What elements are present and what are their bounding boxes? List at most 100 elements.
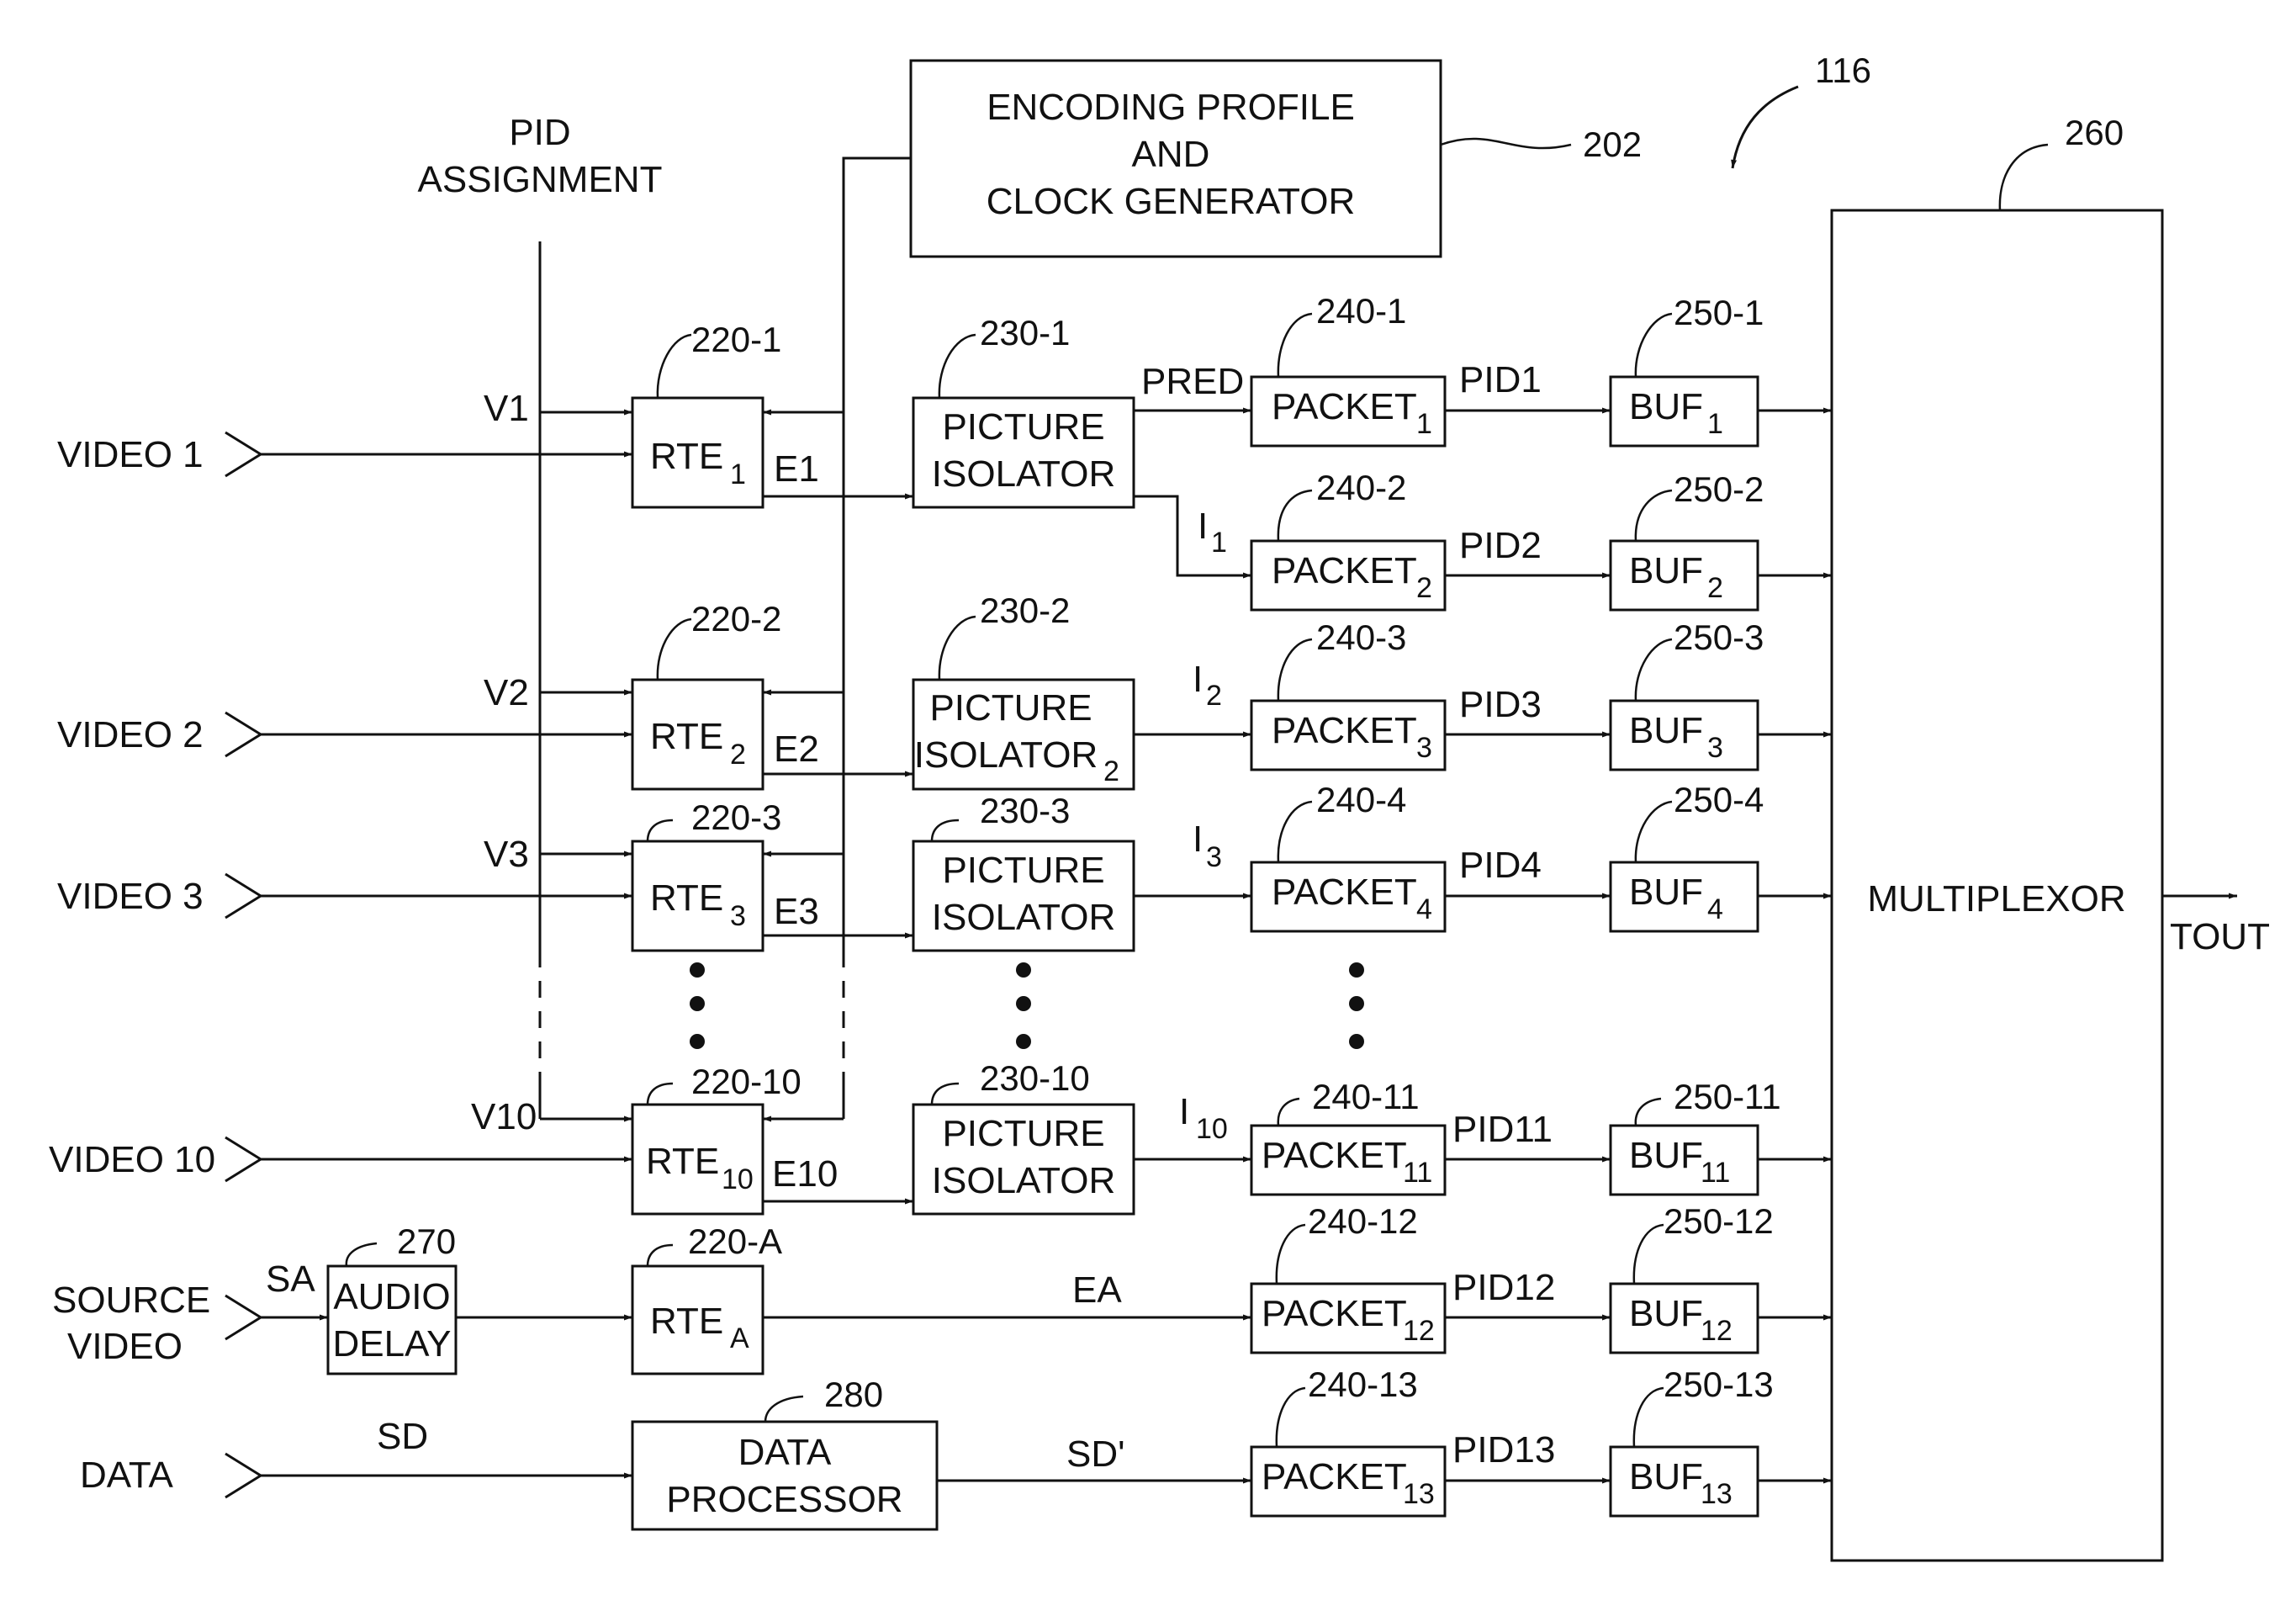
buf12-label: BUF xyxy=(1629,1293,1703,1334)
i10-label: I xyxy=(1179,1091,1189,1132)
isolator3-ref: 230-3 xyxy=(980,791,1070,830)
pid12-label: PID12 xyxy=(1452,1267,1555,1308)
packet4-label: PACKET xyxy=(1272,872,1417,913)
rte1-label: RTE xyxy=(650,436,723,477)
packet11-sub: 11 xyxy=(1403,1157,1432,1189)
picture-isolator2-sub: 2 xyxy=(1103,755,1119,787)
audio-delay-leader xyxy=(347,1243,377,1266)
video3-input-chevron xyxy=(225,874,261,918)
data-processor-text-2: PROCESSOR xyxy=(666,1479,902,1520)
packet13-label: PACKET xyxy=(1262,1456,1407,1497)
source-video-label-2: VIDEO xyxy=(67,1326,183,1367)
sa-label: SA xyxy=(266,1259,315,1300)
rte10-leader xyxy=(648,1084,673,1105)
isolator1-ref: 230-1 xyxy=(980,313,1070,352)
rte2-sub: 2 xyxy=(730,739,746,771)
ellipsis-dot xyxy=(1016,962,1031,978)
pred-label: PRED xyxy=(1141,361,1244,402)
rte10-label: RTE xyxy=(646,1141,719,1182)
buf1-leader xyxy=(1636,314,1672,377)
packet12-ref: 240-12 xyxy=(1308,1201,1418,1241)
rte3-ref: 220-3 xyxy=(691,798,781,837)
ellipsis-dot xyxy=(1349,996,1364,1011)
picture-isolator2-line2: ISOLATOR xyxy=(914,734,1098,776)
rte1-sub: 1 xyxy=(730,458,746,490)
pid-assignment-label-1: PID xyxy=(509,112,570,153)
buf4-ref: 250-4 xyxy=(1674,780,1764,819)
buf12-sub: 12 xyxy=(1701,1315,1733,1347)
encoding-profile-text-2: AND xyxy=(1132,134,1210,175)
audio-delay-text-2: DELAY xyxy=(332,1323,451,1365)
ellipsis-dot xyxy=(690,962,705,978)
ellipsis-dot xyxy=(1016,1034,1031,1049)
buf1-sub: 1 xyxy=(1707,408,1723,440)
v3-label: V3 xyxy=(484,834,529,875)
buf3-leader xyxy=(1636,639,1672,701)
packet11-ref: 240-11 xyxy=(1312,1077,1420,1116)
rtea-ref: 220-A xyxy=(688,1221,782,1261)
picture-isolator3-line1: PICTURE xyxy=(942,850,1104,891)
e1-label: E1 xyxy=(774,448,819,490)
isolator2-leader xyxy=(939,617,976,680)
picture-isolator3-line2: ISOLATOR xyxy=(932,897,1115,938)
pid4-label: PID4 xyxy=(1459,845,1542,886)
packet2-ref: 240-2 xyxy=(1316,468,1406,507)
packet13-ref: 240-13 xyxy=(1308,1365,1418,1404)
buf13-label: BUF xyxy=(1629,1456,1703,1497)
i3-sub: 3 xyxy=(1206,841,1222,873)
video3-input-label: VIDEO 3 xyxy=(57,876,204,917)
encoding-profile-text-3: CLOCK GENERATOR xyxy=(987,181,1355,222)
buf2-ref: 250-2 xyxy=(1674,469,1764,509)
packet3-ref: 240-3 xyxy=(1316,617,1406,657)
ellipsis-dot xyxy=(1349,962,1364,978)
data-input-label: DATA xyxy=(80,1455,173,1496)
packet2-label: PACKET xyxy=(1272,550,1417,591)
v2-label: V2 xyxy=(484,672,529,713)
buf2-leader xyxy=(1636,490,1672,541)
picture-isolator10-line1: PICTURE xyxy=(942,1113,1104,1154)
data-input-chevron xyxy=(225,1454,261,1497)
buf11-label: BUF xyxy=(1629,1135,1703,1176)
data-processor-ref: 280 xyxy=(824,1375,883,1414)
rte2-label: RTE xyxy=(650,716,723,757)
figure-ref: 116 xyxy=(1815,50,1871,90)
packet13-leader xyxy=(1277,1388,1305,1447)
rte1-ref: 220-1 xyxy=(691,320,781,359)
packet11-label: PACKET xyxy=(1262,1135,1407,1176)
pid2-label: PID2 xyxy=(1459,525,1542,566)
v10-label: V10 xyxy=(471,1096,537,1137)
buf13-ref: 250-13 xyxy=(1664,1365,1774,1404)
buf3-label: BUF xyxy=(1629,710,1703,751)
video10-input-label: VIDEO 10 xyxy=(49,1139,215,1180)
encoding-profile-ref: 202 xyxy=(1583,125,1642,164)
packet13-sub: 13 xyxy=(1403,1478,1435,1510)
packet1-leader xyxy=(1278,314,1312,377)
rtea-label: RTE xyxy=(650,1301,723,1342)
ea-label: EA xyxy=(1072,1269,1122,1311)
ellipsis-dot xyxy=(690,1034,705,1049)
picture-isolator1-line1: PICTURE xyxy=(942,406,1104,448)
source-video-input-chevron xyxy=(225,1296,261,1339)
rte3-sub: 3 xyxy=(730,900,746,932)
i1-sub: 1 xyxy=(1211,527,1227,559)
isolator3-leader xyxy=(932,820,959,841)
rte1-leader xyxy=(658,335,691,398)
packet2-sub: 2 xyxy=(1416,572,1432,604)
packet3-label: PACKET xyxy=(1272,710,1417,751)
video2-input-chevron xyxy=(225,713,261,756)
figure-ref-leader xyxy=(1733,87,1798,168)
rte2-leader xyxy=(658,619,691,680)
multiplexor-leader xyxy=(2000,145,2048,210)
ellipsis-dot xyxy=(1016,996,1031,1011)
buf12-ref: 250-12 xyxy=(1664,1201,1774,1241)
video2-input-label: VIDEO 2 xyxy=(57,714,204,755)
packet4-ref: 240-4 xyxy=(1316,780,1406,819)
isolator10-ref: 230-10 xyxy=(980,1058,1090,1098)
rte3-label: RTE xyxy=(650,877,723,919)
v1-label: V1 xyxy=(484,388,529,429)
encoder-bus-top xyxy=(844,158,911,951)
multiplexor-ref: 260 xyxy=(2065,113,2124,152)
data-processor-text-1: DATA xyxy=(738,1432,832,1473)
buf3-sub: 3 xyxy=(1707,732,1723,764)
